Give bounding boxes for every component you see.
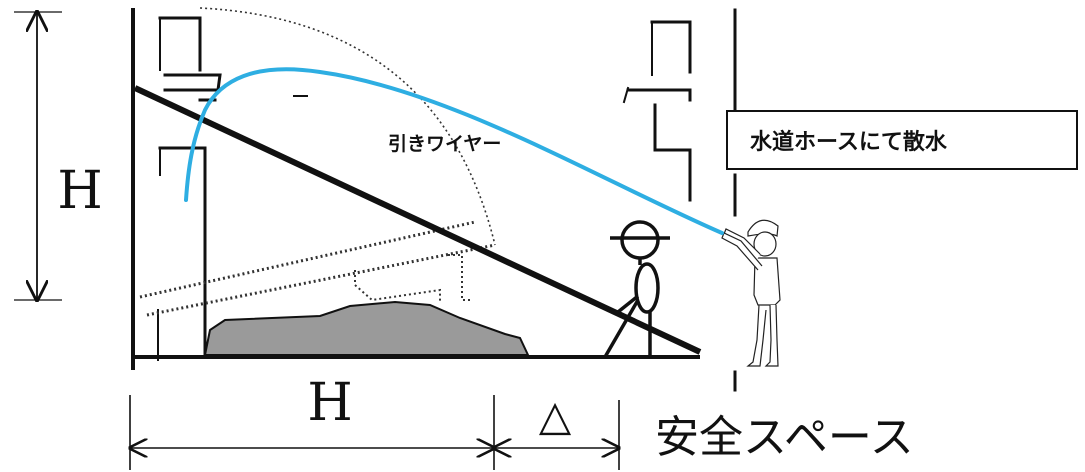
clearance-label: △ bbox=[539, 391, 572, 440]
fall-trajectory bbox=[139, 7, 496, 317]
pull-wire-label: 引きワイヤー bbox=[388, 133, 501, 155]
right-wall bbox=[622, 8, 737, 392]
left-wall bbox=[131, 8, 222, 370]
water-hose-spray bbox=[184, 67, 724, 235]
height-dimension bbox=[14, 12, 62, 300]
person-stick-icon bbox=[603, 220, 670, 358]
width-label: H bbox=[307, 373, 352, 433]
debris-pile bbox=[203, 300, 530, 356]
height-label: H bbox=[57, 161, 102, 221]
safety-space-label: 安全スペース bbox=[655, 412, 914, 463]
worker-with-hose-icon bbox=[721, 219, 781, 367]
pull-wire bbox=[133, 85, 702, 355]
hose-callout: 水道ホースにて散水 bbox=[726, 110, 1078, 170]
hose-callout-label: 水道ホースにて散水 bbox=[750, 130, 947, 155]
clearance-dimension bbox=[494, 400, 619, 470]
